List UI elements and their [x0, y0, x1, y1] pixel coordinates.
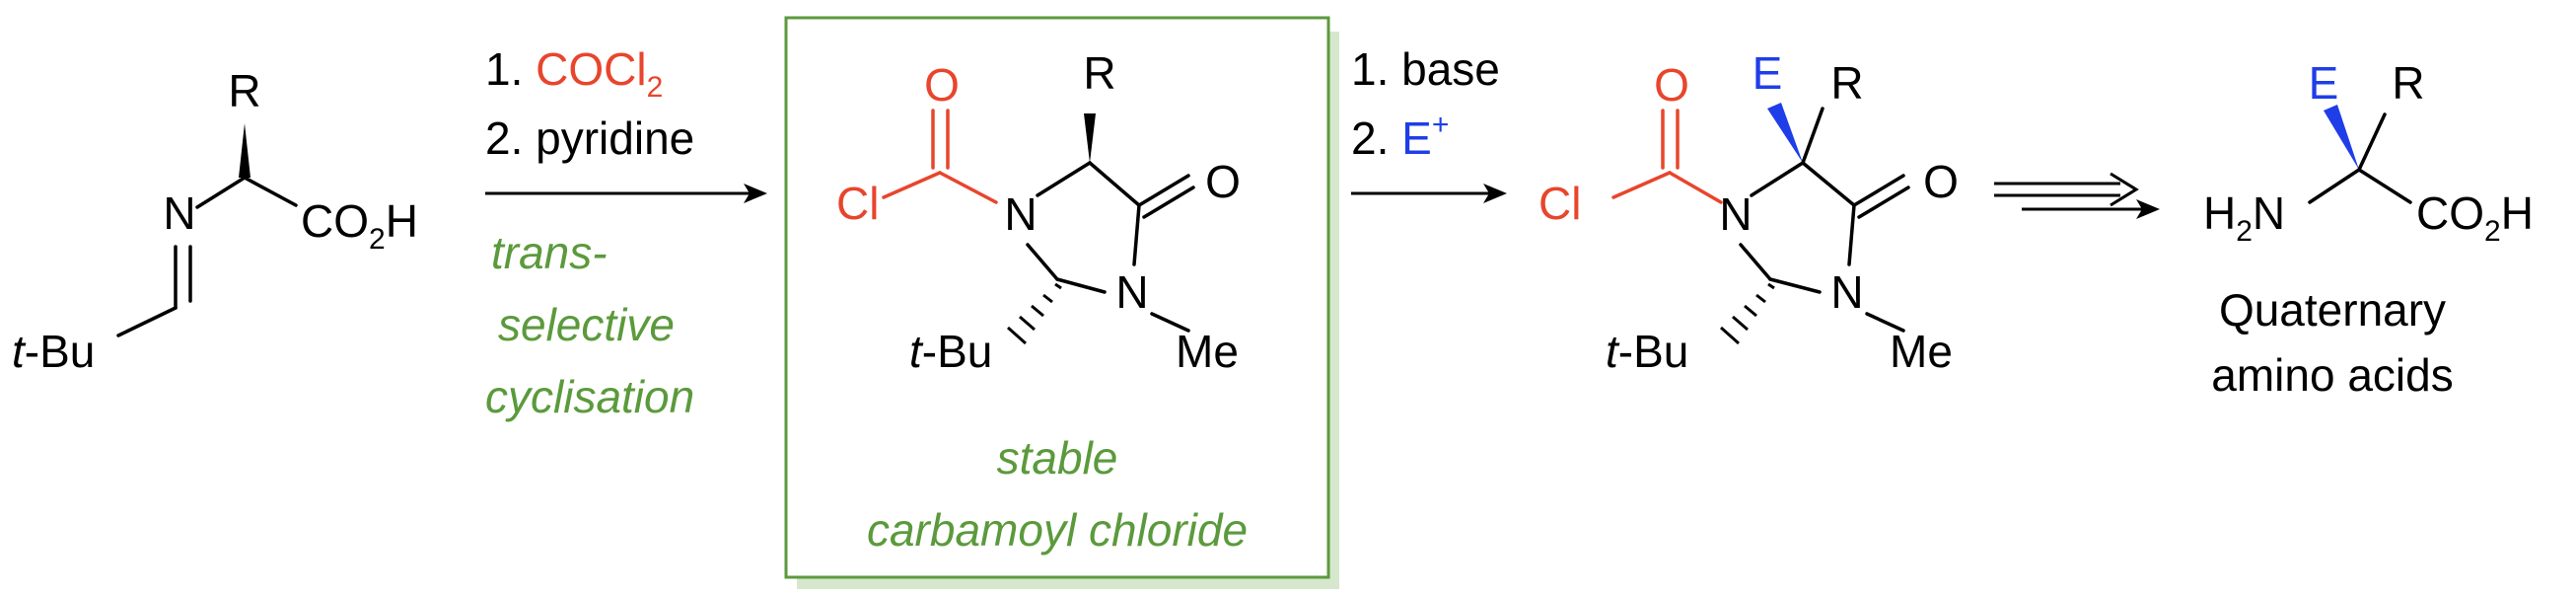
step2-reagent-1: 1. base [1351, 43, 1500, 95]
final-bond-c-cooh [2357, 168, 2412, 204]
box-frame [784, 16, 1330, 579]
sm-bond-c-tbu [116, 306, 178, 337]
prod-ring-n3-c2 [1768, 277, 1822, 294]
int-tbu-label: t-Bu [909, 326, 992, 377]
int-hashed-bond [1007, 282, 1062, 345]
prod-bond-c-n [1668, 171, 1723, 204]
int-caption-line2: carbamoyl chloride [867, 504, 1248, 556]
int-n2-label: N [1115, 266, 1148, 318]
prod-carbonyl-o: O [1654, 59, 1689, 111]
sm-co2h-label: CO2H [301, 195, 418, 256]
prod-e-label: E [1753, 47, 1783, 99]
product-structure: O Cl N E R O N Me t-B [1538, 47, 1959, 377]
int-ring-o: O [1205, 156, 1241, 207]
step1-conditions: 1. COCl2 2. pyridine trans- selective cy… [485, 43, 767, 422]
prod-ring-co-a [1852, 174, 1905, 207]
prod-tbu-label: t-Bu [1606, 326, 1688, 377]
step1-note-line1: trans- [491, 227, 608, 278]
prod-bond-n-me [1865, 312, 1905, 333]
step1-arrowhead [744, 184, 767, 203]
final-product: E R H2N CO2H Quaternary amino acids [2203, 57, 2534, 401]
int-ring-n1-c4 [1036, 161, 1092, 197]
int-r-label: R [1083, 47, 1115, 99]
int-caption-line1: stable [997, 432, 1118, 484]
final-r-label: R [2392, 57, 2424, 109]
int-ring-c4-c5 [1088, 161, 1141, 207]
final-co2h-label: CO2H [2416, 187, 2534, 248]
sm-bond-ca-n [195, 176, 247, 209]
final-bond-n-c [2308, 168, 2361, 204]
final-e-wedge [2324, 105, 2359, 170]
int-carbonyl-o: O [924, 59, 960, 111]
step2-conditions: 1. base 2. E+ [1351, 43, 1507, 203]
multistep-arrow [1994, 172, 2160, 219]
prod-ring-co-b [1857, 186, 1910, 219]
sm-wedge-bond [239, 123, 250, 178]
intermediate-structure: O Cl N R O N Me t-Bu [836, 47, 1248, 556]
final-bond-r [2357, 112, 2387, 172]
int-r-wedge [1084, 113, 1096, 163]
int-ring-n3-c2 [1055, 277, 1107, 294]
int-n1-label: N [1004, 188, 1037, 240]
sm-r-label: R [228, 65, 260, 116]
prod-me-label: Me [1890, 326, 1953, 377]
starting-material: R N CO2H t-Bu [12, 65, 418, 377]
int-ring-co-a [1137, 174, 1190, 207]
int-cl-label: Cl [836, 178, 879, 229]
int-ring-co-b [1142, 186, 1195, 219]
int-bond-n-me [1150, 312, 1190, 333]
step1-note-line3: cyclisation [485, 371, 694, 422]
step2-reagent-2: 2. E+ [1351, 109, 1449, 164]
int-bond-c-cl [882, 171, 942, 199]
step1-note-line2: selective [498, 299, 675, 350]
int-me-label: Me [1176, 326, 1239, 377]
prod-bond-r [1801, 107, 1825, 165]
prod-bond-c-cl [1611, 171, 1672, 199]
prod-ring-n1-c2 [1739, 243, 1772, 281]
step1-reagent-1: 1. COCl2 [485, 43, 663, 104]
prod-n2-label: N [1830, 266, 1863, 318]
final-e-label: E [2309, 57, 2339, 109]
int-ring-c5-n3 [1132, 203, 1141, 266]
int-ring-n1-c2 [1026, 243, 1059, 281]
step2-arrowhead [1483, 184, 1507, 203]
multistep-arrowhead-second [2136, 199, 2160, 219]
step1-reagent-2: 2. pyridine [485, 112, 694, 164]
final-caption-line1: Quaternary [2219, 284, 2446, 335]
prod-e-wedge [1767, 103, 1803, 163]
multistep-arrowhead [2110, 172, 2139, 207]
sm-tbu-label: t-Bu [12, 326, 95, 377]
int-bond-c-n [938, 171, 998, 204]
sm-bond-ca-c [243, 176, 298, 207]
prod-n1-label: N [1719, 188, 1752, 240]
final-caption-line2: amino acids [2211, 349, 2453, 401]
prod-r-label: R [1830, 57, 1863, 109]
sm-n-label: N [163, 187, 195, 239]
prod-cl-label: Cl [1538, 178, 1581, 229]
prod-ring-c4-c5 [1801, 161, 1856, 207]
prod-ring-n1-c4 [1750, 161, 1805, 197]
final-h2n-label: H2N [2203, 187, 2285, 248]
prod-hashed-bond [1720, 282, 1775, 345]
prod-ring-c5-n3 [1847, 203, 1856, 266]
prod-ring-o: O [1923, 156, 1959, 207]
intermediate-box [784, 16, 1339, 589]
